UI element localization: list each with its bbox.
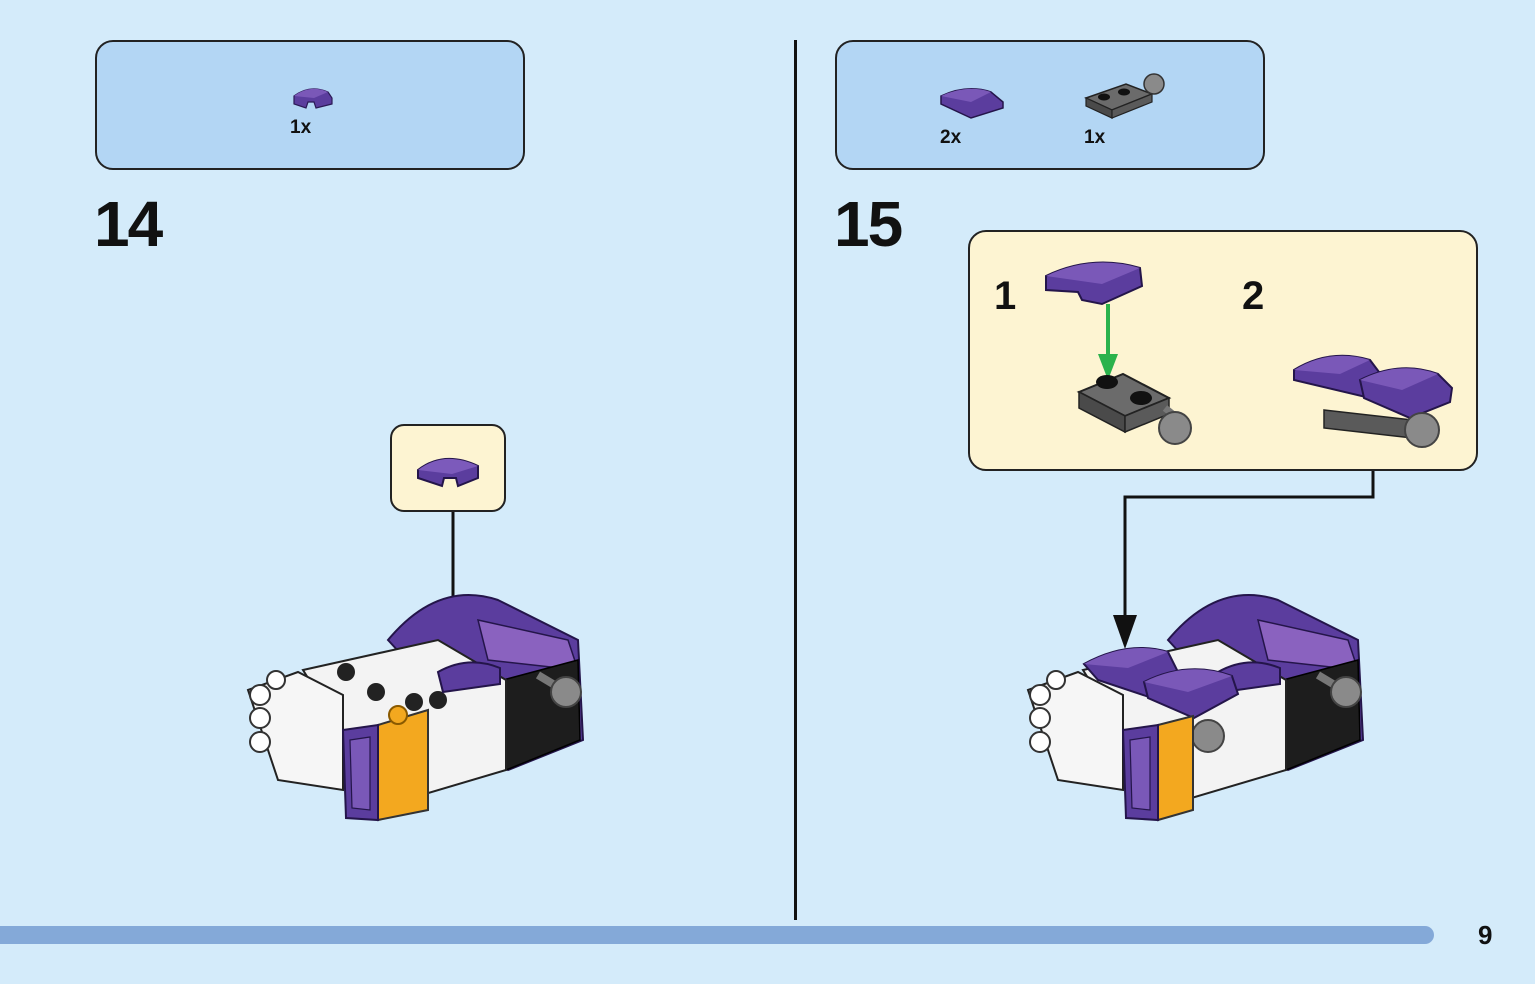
substep-2-number: 2	[1242, 274, 1265, 318]
step-15-model-illustration	[1026, 594, 1365, 822]
step-14-parts-list: 1x	[95, 40, 525, 170]
footer-progress-bar	[0, 926, 1434, 944]
substep-1-number: 1	[994, 274, 1017, 318]
step-15-parts-list: 2x 1x	[835, 40, 1265, 170]
purple-curved-slope-tile-icon	[417, 457, 479, 488]
purple-curved-slope-tile-icon	[1045, 261, 1144, 306]
completed-subassembly-icon	[1293, 354, 1454, 448]
step-15-number: 15	[834, 188, 903, 260]
step-15-part-qty-1: 2x	[940, 127, 962, 148]
callout-connector-arrow-icon	[1113, 471, 1375, 649]
step-14-part-qty: 1x	[290, 117, 312, 138]
gray-plate-with-ball-joint-icon	[1076, 372, 1192, 445]
gray-plate-with-ball-joint-icon	[1084, 73, 1165, 119]
page-number: 9	[1478, 920, 1493, 950]
step-14-part-callout	[390, 424, 506, 512]
step-15-subassembly-callout: 1 2	[968, 230, 1478, 471]
purple-curved-slope-tile-icon	[293, 88, 333, 109]
purple-curved-slope-tile-icon	[940, 88, 1004, 119]
step-14-model-illustration	[246, 594, 585, 822]
step-15-part-qty-2: 1x	[1084, 127, 1106, 148]
page-divider	[794, 40, 797, 920]
green-placement-arrow-icon	[1098, 304, 1118, 380]
step-14-number: 14	[94, 188, 163, 260]
